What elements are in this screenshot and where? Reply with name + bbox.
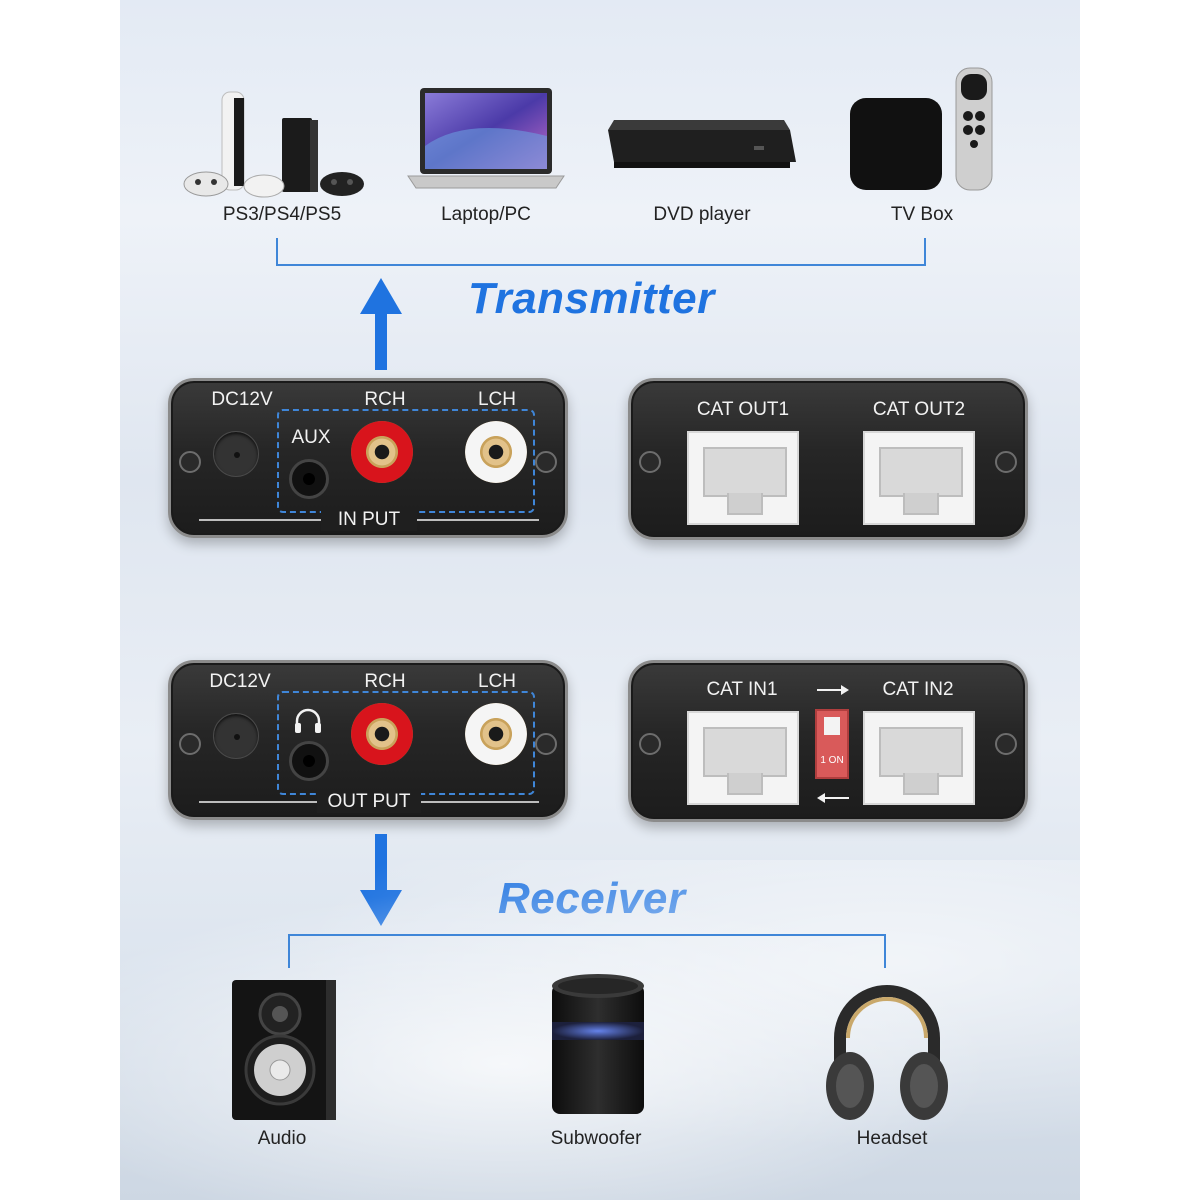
aux-label: AUX — [291, 427, 331, 448]
source-label-tv-box: TV Box — [890, 204, 954, 225]
receiver-audio-panel: DC12V RCH LCH OUT PUT — [168, 660, 568, 820]
headphone-jack[interactable] — [289, 741, 329, 781]
arrow-up-icon — [360, 278, 402, 370]
screw-left — [179, 451, 201, 473]
arrow-right-icon — [817, 685, 849, 695]
cat-out1-label: CAT OUT1 — [696, 399, 790, 420]
transmitter-title: Transmitter — [468, 274, 715, 323]
screw-right — [535, 451, 557, 473]
transmitter-audio-panel: DC12V AUX RCH LCH IN PUT — [168, 378, 568, 538]
dip-switch[interactable] — [815, 709, 849, 779]
speaker-icon — [232, 980, 336, 1120]
headset-icon — [826, 985, 948, 1120]
receiver-cat-panel: CAT IN1 CAT IN2 1 ON — [628, 660, 1028, 822]
input-footer-label: IN PUT — [321, 509, 417, 531]
output-footer-label: OUT PUT — [317, 791, 421, 813]
game-console-icon — [183, 91, 364, 198]
source-label-dvd: DVD player — [653, 204, 751, 225]
source-bracket — [276, 238, 926, 266]
headphone-icon — [295, 708, 321, 733]
cat-out2-port[interactable] — [863, 431, 975, 525]
rch-label: RCH — [364, 389, 406, 410]
output-bracket — [288, 934, 886, 968]
tv-box-icon — [850, 67, 993, 191]
screw-right — [535, 733, 557, 755]
aux-jack[interactable] — [289, 459, 329, 499]
rch-rca-jack[interactable] — [351, 703, 413, 765]
cat-in2-port[interactable] — [863, 711, 975, 805]
lch-label: LCH — [477, 671, 516, 692]
rch-rca-jack[interactable] — [351, 421, 413, 483]
cat-out2-label: CAT OUT2 — [872, 399, 966, 420]
screw-left — [179, 733, 201, 755]
output-label-subwoofer: Subwoofer — [550, 1128, 642, 1149]
arrow-left-icon — [817, 793, 849, 803]
cat-in1-port[interactable] — [687, 711, 799, 805]
dip-switch-label: 1 ON — [820, 755, 844, 766]
cat-out1-port[interactable] — [687, 431, 799, 525]
source-label-laptop: Laptop/PC — [441, 204, 531, 225]
output-label-headset: Headset — [856, 1128, 928, 1149]
transmitter-cat-panel: CAT OUT1 CAT OUT2 — [628, 378, 1028, 540]
dc-power-jack[interactable] — [213, 713, 259, 759]
screw-left — [639, 733, 661, 755]
lch-label: LCH — [477, 389, 516, 410]
dc-label: DC12V — [211, 389, 273, 410]
diagram-panel: PS3/PS4/PS5 Laptop/PC DVD player TV Box — [120, 0, 1080, 1200]
screw-right — [995, 733, 1017, 755]
cat-in2-label: CAT IN2 — [882, 679, 954, 700]
screw-right — [995, 451, 1017, 473]
rch-label: RCH — [364, 671, 406, 692]
dvd-player-icon — [608, 120, 796, 168]
receiver-title: Receiver — [498, 874, 686, 923]
lch-rca-jack[interactable] — [465, 703, 527, 765]
source-label-console: PS3/PS4/PS5 — [222, 204, 342, 225]
dc-power-jack[interactable] — [213, 431, 259, 477]
screw-left — [639, 451, 661, 473]
subwoofer-icon — [552, 974, 644, 1114]
output-label-audio: Audio — [257, 1128, 307, 1149]
dc-label: DC12V — [209, 671, 271, 692]
laptop-icon — [407, 88, 565, 189]
lch-rca-jack[interactable] — [465, 421, 527, 483]
arrow-down-icon — [360, 834, 402, 926]
cat-in1-label: CAT IN1 — [706, 679, 778, 700]
